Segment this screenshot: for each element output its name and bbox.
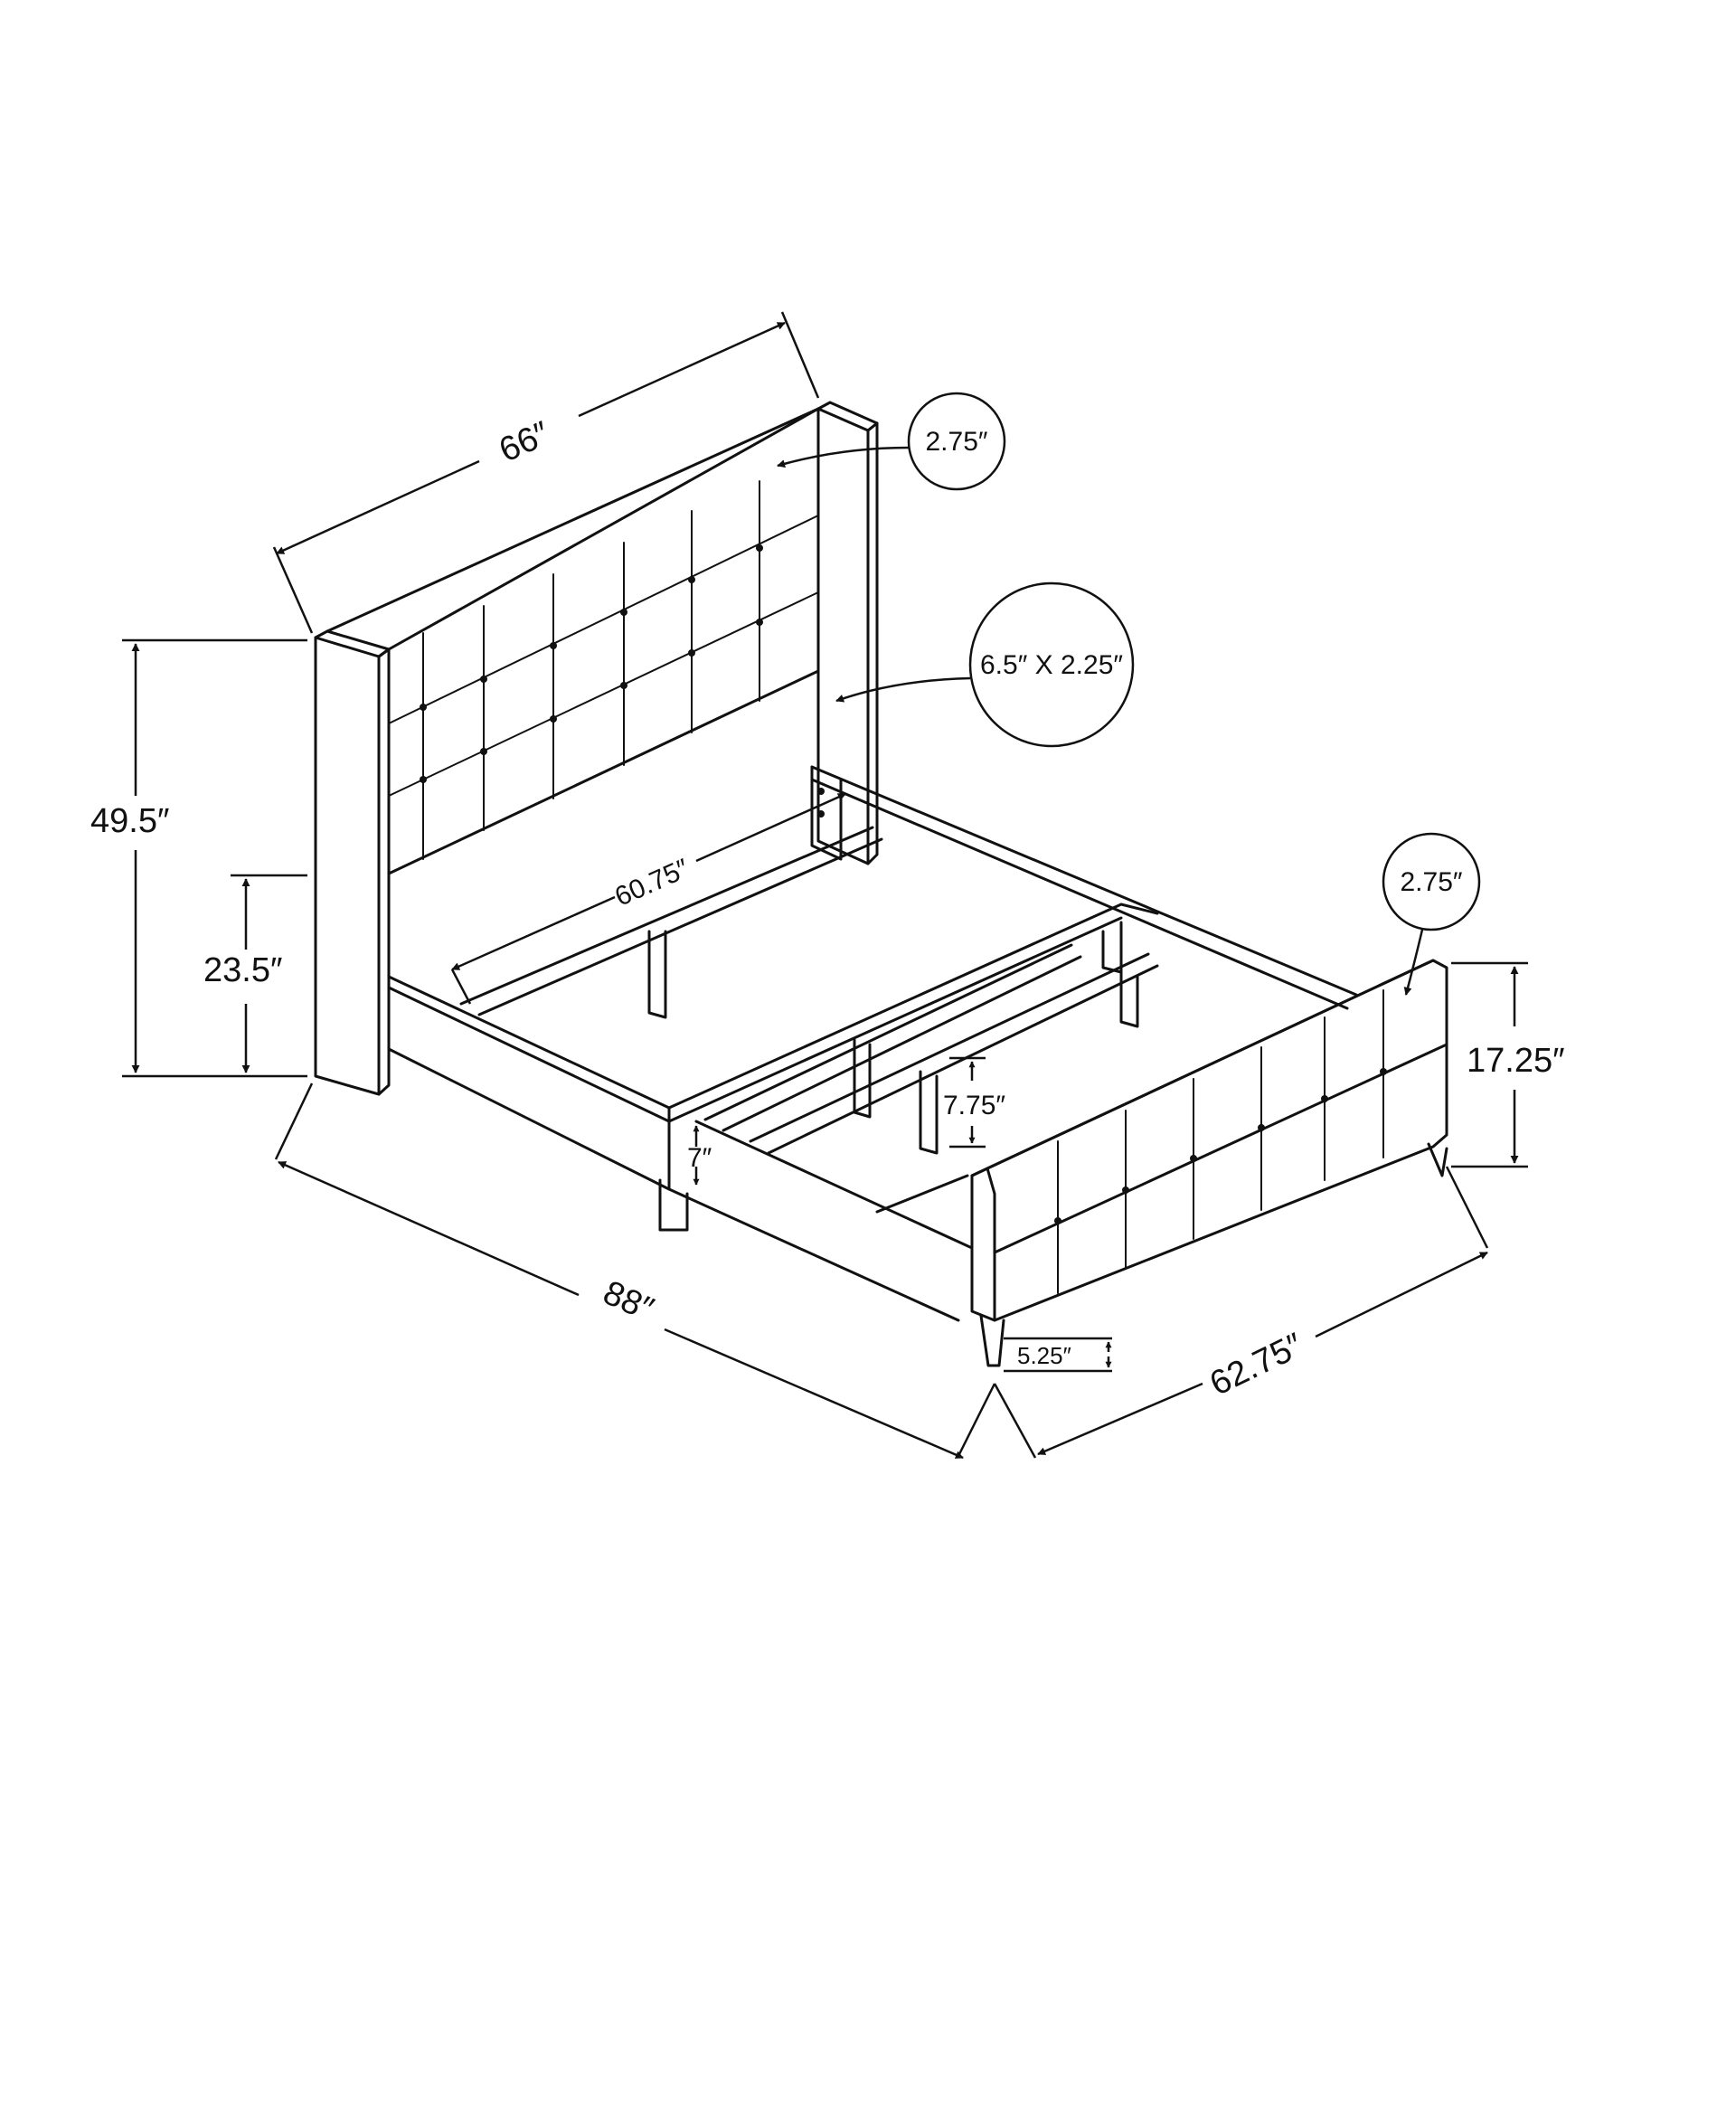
label-headboard-height: 49.5″ (90, 802, 169, 840)
footboard-mid-seam (993, 1043, 1448, 1254)
slat-1 (459, 826, 883, 1016)
footboard-tufting (1057, 989, 1384, 1294)
footboard-buttons (1054, 1068, 1387, 1224)
callout-circle (968, 581, 1135, 748)
headboard-left-post-side (377, 648, 391, 1096)
ext-66-left (272, 546, 314, 634)
foot-rail-inner (694, 1120, 974, 1250)
headboard-right-post-top (816, 401, 879, 432)
dim-88-right-arrow (664, 1328, 964, 1460)
center-leg-1 (647, 930, 667, 1019)
footboard-body (970, 959, 1448, 1322)
ext-6275-right (1445, 1166, 1489, 1249)
foot-rail-left (667, 1187, 960, 1322)
label-center-leg-height: 7.75″ (943, 1091, 1005, 1120)
callout-circle (1382, 832, 1481, 931)
headboard-top-edge (326, 407, 820, 633)
headboard-right-post-side (866, 421, 879, 865)
right-side-rail-inner (810, 778, 1349, 1010)
label-side-rail-height: 23.5″ (203, 951, 282, 989)
dim-66-left-arrow (276, 459, 480, 555)
label-footboard-thickness: 2.75″ (1400, 867, 1462, 897)
left-side-rail-inner (387, 986, 671, 1123)
center-leg-4 (1119, 970, 1139, 1028)
ext-66-right (780, 311, 820, 399)
callout-arrow (1403, 929, 1424, 996)
label-footboard-height: 17.25″ (1467, 1042, 1565, 1080)
headboard (314, 401, 879, 1096)
footboard-left-leg (979, 1314, 1005, 1367)
headboard-panel-top (387, 407, 820, 651)
dim-88-left-arrow (278, 1160, 580, 1297)
center-leg-3 (919, 1070, 939, 1155)
left-side-rail (387, 975, 671, 1191)
dim-6275-left-arrow (1037, 1382, 1203, 1456)
ext-60-left (450, 969, 472, 1005)
dim-60-left-arrow (451, 895, 616, 971)
center-rail (667, 903, 1159, 1110)
slat-4 (875, 1174, 969, 1214)
dim-6275-right-arrow (1315, 1251, 1488, 1338)
ext-6275-left (993, 1383, 1037, 1459)
ext-88-left (274, 1082, 314, 1160)
callout-arrow (835, 676, 971, 703)
right-side-rail-top (810, 765, 1358, 997)
center-rail-inner (667, 916, 1123, 1123)
slat-3 (749, 952, 1159, 1155)
headboard-left-post-top (314, 629, 391, 658)
right-rail-bracket (810, 765, 843, 861)
dim-60-right-arrow (695, 792, 846, 863)
callout-circle (907, 392, 1006, 491)
label-headboard-thickness: 2.75″ (925, 427, 987, 457)
footboard-right-leg (1427, 1142, 1448, 1177)
footboard-top (986, 959, 1435, 1170)
center-leg-2 (853, 1038, 872, 1119)
callout-post-section (835, 581, 1135, 748)
callout-arrow (777, 446, 910, 468)
headboard-left-post (314, 636, 381, 1096)
footboard-front-edge (970, 1167, 996, 1322)
label-rail-depth: 7″ (687, 1143, 712, 1173)
slat-2 (703, 943, 1082, 1132)
dim-66-right-arrow (578, 321, 786, 418)
label-post-section: 6.5″ X 2.25″ (980, 650, 1123, 680)
headboard-tufting (388, 480, 819, 860)
label-headboard-width: 66″ (494, 415, 555, 470)
headboard-buttons (420, 544, 763, 783)
bed-frame (387, 765, 1358, 1322)
label-overall-width: 62.75″ (1204, 1327, 1309, 1404)
ext-88-right (957, 1383, 996, 1457)
headboard-panel-bottom (387, 669, 820, 875)
footboard (970, 959, 1448, 1367)
label-slat-length: 60.75″ (610, 854, 693, 912)
dimension-lines (122, 311, 1528, 1460)
callout-headboard-thickness (777, 392, 1006, 491)
center-rail-bracket (1101, 921, 1123, 974)
left-rail-leg (658, 1178, 689, 1232)
label-leg-height: 5.25″ (1017, 1342, 1071, 1369)
callout-footboard-thickness (1382, 832, 1481, 996)
dimension-labels: 66″ 49.5″ 23.5″ 2.75″ 6.5″ X 2.25″ 60.75… (90, 415, 1565, 1404)
label-overall-length: 88″ (598, 1274, 659, 1329)
